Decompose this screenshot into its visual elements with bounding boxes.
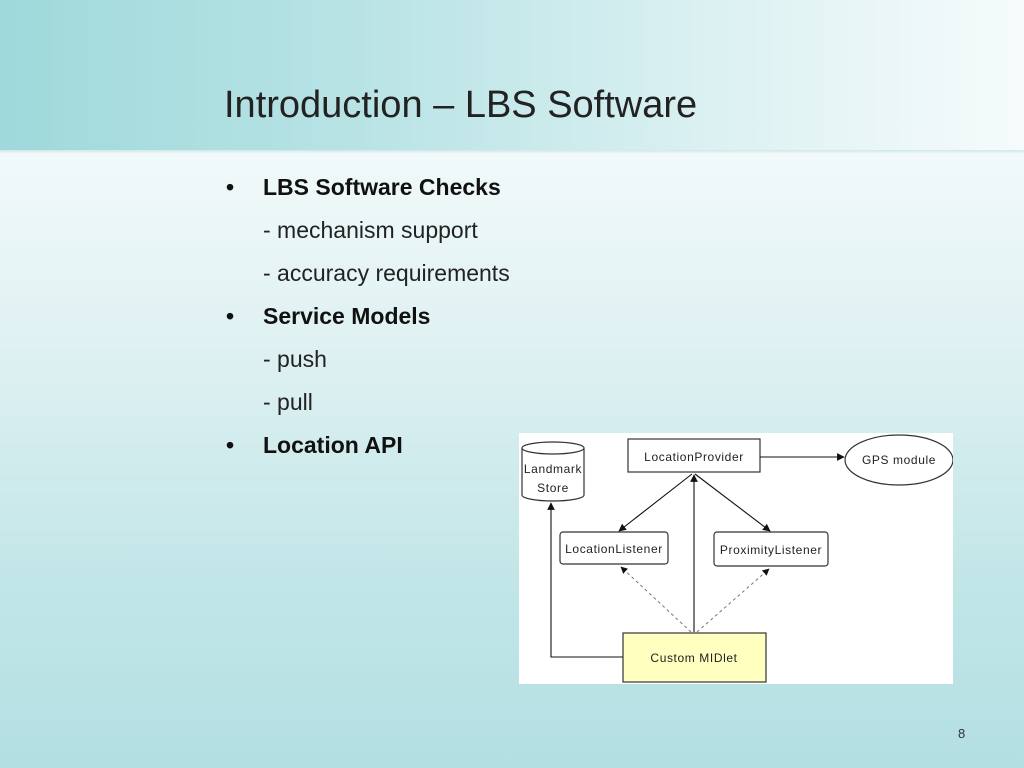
location-provider-label: LocationProvider xyxy=(644,450,744,464)
proximity-listener-node: ProximityListener xyxy=(713,531,829,567)
header-band xyxy=(0,0,1024,154)
slide-title: Introduction – LBS Software xyxy=(224,84,698,126)
sub-item: - accuracy requirements xyxy=(263,260,510,286)
bullet-item: • LBS Software Checks xyxy=(226,166,646,209)
gps-module-node: GPS module xyxy=(844,434,953,486)
landmark-store-node: Landmark Store xyxy=(521,441,585,502)
bullet-label: LBS Software Checks xyxy=(263,174,501,200)
bullet-label: Service Models xyxy=(263,303,431,329)
landmark-store-label-1: Landmark xyxy=(524,462,583,476)
page-number: 8 xyxy=(958,726,966,741)
sub-item: - push xyxy=(263,346,327,372)
location-api-diagram: Landmark Store LocationProvider GPS modu… xyxy=(519,433,953,684)
bullet-dot: • xyxy=(226,303,235,329)
location-provider-node: LocationProvider xyxy=(627,438,761,473)
bullet-dot: • xyxy=(226,174,235,200)
custom-midlet-node: Custom MIDlet xyxy=(622,632,767,683)
edge-midlet-to-proximity-listener xyxy=(696,568,770,633)
location-listener-node: LocationListener xyxy=(559,531,669,565)
sub-item: - pull xyxy=(263,389,313,415)
edge-midlet-to-landmark-store xyxy=(547,502,623,658)
bullet-label: Location API xyxy=(263,432,403,458)
bullet-item: • Service Models xyxy=(226,295,646,338)
diagram-svg: Landmark Store LocationProvider GPS modu… xyxy=(521,434,953,683)
edge-provider-to-proximity-listener xyxy=(694,473,771,532)
custom-midlet-label: Custom MIDlet xyxy=(650,651,737,665)
location-listener-label: LocationListener xyxy=(565,542,663,556)
gps-module-label: GPS module xyxy=(862,453,936,467)
edge-provider-to-location-listener xyxy=(618,473,693,532)
proximity-listener-label: ProximityListener xyxy=(720,543,822,557)
bullet-item: • Location API xyxy=(226,424,646,467)
edge-midlet-to-location-listener xyxy=(620,566,692,633)
sub-item: - mechanism support xyxy=(263,217,478,243)
bullet-dot: • xyxy=(226,432,235,458)
bullet-list: • LBS Software Checks - mechanism suppor… xyxy=(226,166,646,467)
landmark-store-label-2: Store xyxy=(537,481,569,495)
